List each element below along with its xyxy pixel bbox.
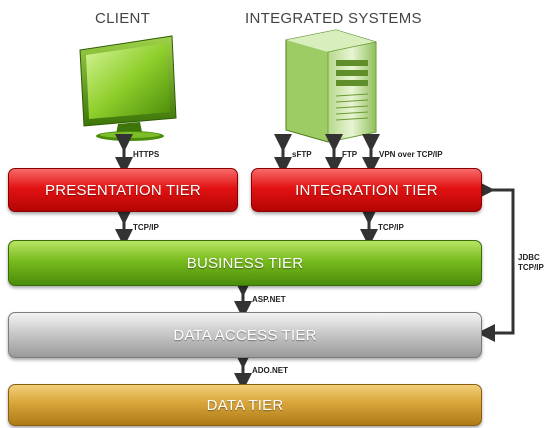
sftp-label: sFTP: [292, 150, 312, 159]
tcpip-left-label: TCP/IP: [133, 223, 159, 232]
integration-tier: INTEGRATION TIER: [251, 168, 482, 212]
presentation-tier: PRESENTATION TIER: [8, 168, 238, 212]
aspnet-label: ASP.NET: [252, 295, 286, 304]
client-heading: CLIENT: [95, 10, 151, 27]
jdbc-label-line1: JDBC: [518, 253, 540, 262]
jdbc-arrow: [477, 181, 515, 342]
business-tier: BUSINESS TIER: [8, 240, 482, 286]
data-tier: DATA TIER: [8, 384, 482, 426]
vpn-label: VPN over TCP/IP: [379, 150, 443, 159]
adonet-label: ADO.NET: [252, 366, 288, 375]
tcpip-right-label: TCP/IP: [378, 223, 404, 232]
data-access-tier: DATA ACCESS TIER: [8, 312, 482, 358]
https-label: HTTPS: [133, 150, 160, 159]
integrated-systems-heading: INTEGRATED SYSTEMS: [245, 10, 422, 27]
jdbc-label-line2: TCP/IP: [518, 263, 544, 272]
ftp-label: FTP: [342, 150, 358, 159]
